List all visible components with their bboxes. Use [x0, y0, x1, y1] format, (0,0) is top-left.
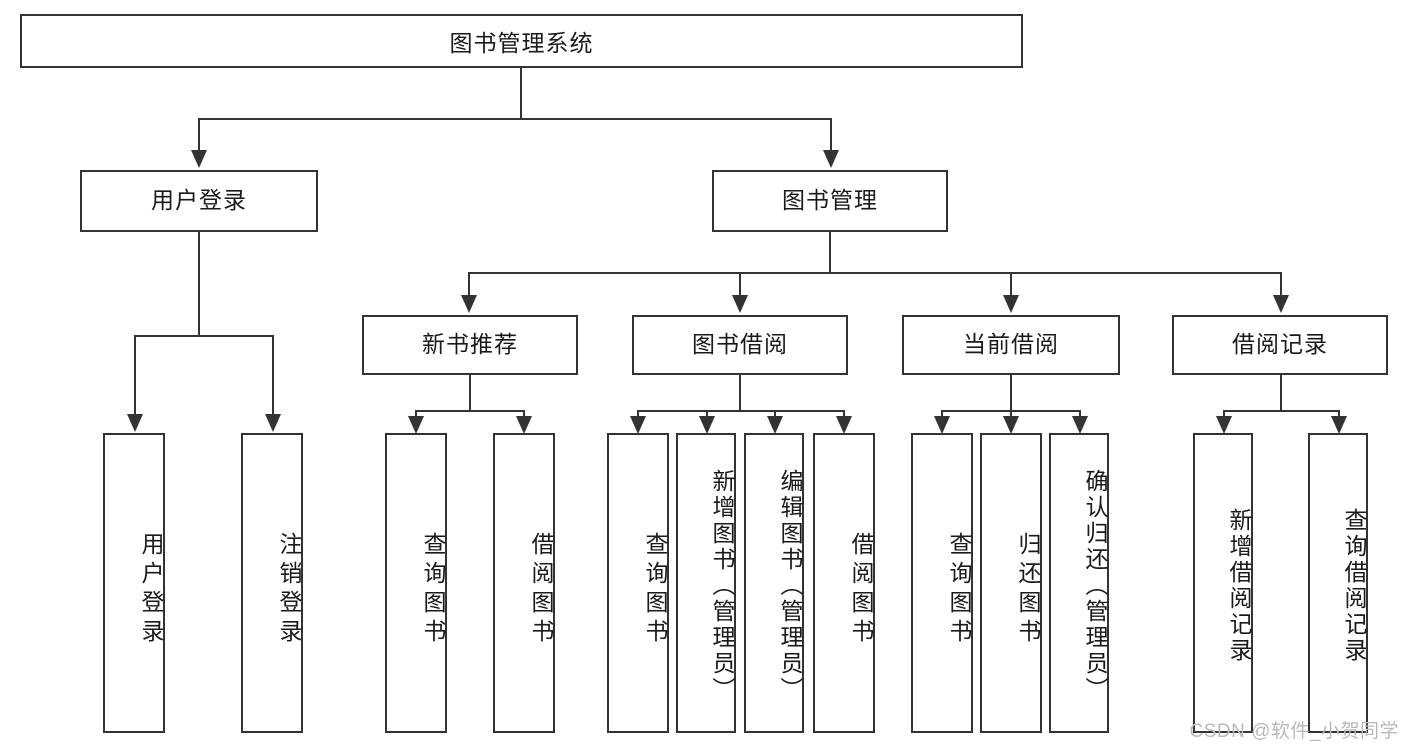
connector-level2-bus: [198, 118, 832, 120]
connector-bookmgmt-stem: [829, 232, 831, 272]
arrow-to-leaf-add-book: [699, 416, 715, 434]
connector-userlogin-bus: [134, 335, 274, 337]
arrow-to-leaf-confirm-return: [1072, 416, 1088, 434]
arrow-to-current-borrow: [1003, 295, 1019, 313]
arrow-to-leaf-query-book-1: [408, 416, 424, 434]
arrow-to-new-book-recommend: [461, 295, 477, 313]
connector-newbook-bus: [415, 410, 525, 412]
node-new-book-recommend[interactable]: 新书推荐: [362, 315, 578, 375]
leaf-label: 查询图书: [420, 532, 446, 648]
leaf-query-book-borrow[interactable]: 查询图书: [607, 433, 669, 733]
arrow-to-leaf-borrow-book-2: [836, 416, 852, 434]
arrow-to-book-management: [823, 150, 839, 168]
connector-userlogin-drop-1: [134, 335, 136, 417]
leaf-confirm-return-admin[interactable]: 确认归还（管理员）: [1049, 433, 1109, 733]
connector-currentborrow-drop-3: [1079, 410, 1081, 420]
arrow-to-leaf-logout: [265, 414, 281, 432]
connector-newbook-drop-1: [415, 410, 417, 420]
arrow-to-leaf-query-record: [1331, 416, 1347, 434]
connector-currentborrow-stem: [1010, 375, 1012, 410]
connector-newbook-stem: [469, 375, 471, 410]
watermark-text: CSDN @软件_小贺同学: [1189, 721, 1399, 742]
arrow-to-leaf-query-book-2: [630, 416, 646, 434]
leaf-query-book-current[interactable]: 查询图书: [911, 433, 973, 733]
connector-level3-drop-4: [1280, 272, 1282, 298]
connector-currentborrow-drop-1: [941, 410, 943, 420]
arrow-to-leaf-user-login: [127, 414, 143, 432]
node-label: 用户登录: [151, 187, 247, 214]
arrow-to-leaf-borrow-book-1: [516, 416, 532, 434]
connector-level2-drop-1: [198, 118, 200, 153]
connector-borrowrecord-bus: [1223, 410, 1340, 412]
connector-level3-drop-3: [1010, 272, 1012, 298]
leaf-logout[interactable]: 注销登录: [241, 433, 303, 733]
leaf-label: 归还图书: [1015, 532, 1041, 648]
arrow-to-leaf-query-book-3: [934, 416, 950, 434]
connector-bookborrow-drop-4: [843, 410, 845, 420]
leaf-user-login[interactable]: 用户登录: [103, 433, 165, 733]
arrow-to-book-borrow: [732, 295, 748, 313]
node-label: 图书管理系统: [449, 30, 594, 56]
leaf-label: 编辑图书（管理员）: [777, 469, 803, 703]
connector-bookborrow-drop-2: [706, 410, 708, 420]
node-label: 图书借阅: [692, 331, 788, 358]
node-user-login[interactable]: 用户登录: [80, 170, 318, 232]
connector-root-stem: [520, 68, 522, 118]
leaf-label: 用户登录: [138, 532, 164, 648]
connector-userlogin-drop-2: [272, 335, 274, 417]
node-label: 图书管理: [782, 187, 878, 214]
node-label: 当前借阅: [963, 331, 1059, 358]
connector-userlogin-stem: [198, 232, 200, 335]
leaf-label: 新增图书（管理员）: [709, 469, 735, 703]
connector-borrowrecord-stem: [1280, 375, 1282, 410]
connector-level3-drop-1: [468, 272, 470, 298]
connector-newbook-drop-2: [523, 410, 525, 420]
leaf-label: 查询图书: [642, 532, 668, 648]
leaf-label: 借阅图书: [848, 532, 874, 648]
connector-level3-bus: [468, 272, 1282, 274]
connector-bookborrow-bus: [637, 410, 845, 412]
leaf-label: 确认归还（管理员）: [1082, 469, 1108, 703]
arrow-to-leaf-return-book: [1003, 416, 1019, 434]
leaf-add-book-admin[interactable]: 新增图书（管理员）: [676, 433, 736, 733]
connector-level3-drop-2: [739, 272, 741, 298]
node-label: 借阅记录: [1232, 331, 1328, 358]
node-book-borrow[interactable]: 图书借阅: [632, 315, 848, 375]
leaf-label: 新增借阅记录: [1226, 508, 1252, 664]
leaf-query-borrow-record[interactable]: 查询借阅记录: [1308, 433, 1368, 733]
leaf-label: 注销登录: [276, 532, 302, 648]
arrow-to-leaf-add-record: [1216, 416, 1232, 434]
connector-bookborrow-stem: [739, 375, 741, 410]
connector-borrowrecord-drop-1: [1223, 410, 1225, 420]
leaf-label: 查询图书: [946, 532, 972, 648]
leaf-edit-book-admin[interactable]: 编辑图书（管理员）: [744, 433, 804, 733]
node-borrow-record[interactable]: 借阅记录: [1172, 315, 1388, 375]
node-label: 新书推荐: [422, 331, 518, 358]
connector-bookborrow-drop-3: [774, 410, 776, 420]
connector-bookborrow-drop-1: [637, 410, 639, 420]
connector-currentborrow-drop-2: [1010, 410, 1012, 420]
leaf-add-borrow-record[interactable]: 新增借阅记录: [1193, 433, 1253, 733]
leaf-label: 借阅图书: [528, 532, 554, 648]
arrow-to-user-login: [191, 150, 207, 168]
node-root-system[interactable]: 图书管理系统: [20, 14, 1023, 68]
connector-level2-drop-2: [830, 118, 832, 153]
leaf-borrow-book-newbook[interactable]: 借阅图书: [493, 433, 555, 733]
arrow-to-borrow-record: [1273, 295, 1289, 313]
connector-borrowrecord-drop-2: [1338, 410, 1340, 420]
leaf-label: 查询借阅记录: [1341, 508, 1367, 664]
leaf-query-book-newbook[interactable]: 查询图书: [385, 433, 447, 733]
leaf-return-book[interactable]: 归还图书: [980, 433, 1042, 733]
arrow-to-leaf-edit-book: [767, 416, 783, 434]
node-current-borrow[interactable]: 当前借阅: [902, 315, 1120, 375]
node-book-management[interactable]: 图书管理: [712, 170, 948, 232]
leaf-borrow-book-bookborrow[interactable]: 借阅图书: [813, 433, 875, 733]
